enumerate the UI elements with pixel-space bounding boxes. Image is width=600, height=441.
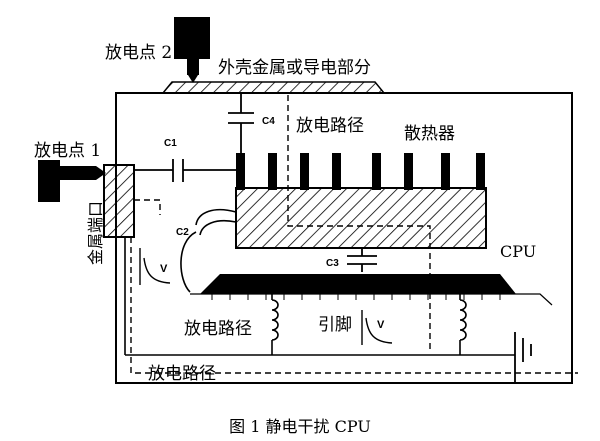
label-heatsink: 散热器 [404,124,455,144]
label-discharge-path-mid: 放电路径 [184,319,252,339]
discharge-paths [130,95,578,374]
label-waveform-left: V [160,263,168,275]
label-c1: C1 [164,138,177,149]
waveform-left [139,248,171,285]
capacitor-c1 [134,159,238,182]
label-discharge-path-top: 放电路径 [296,116,364,136]
inductor-right [459,294,467,355]
label-pins: 引脚 [318,315,352,335]
capacitor-c4 [228,93,254,154]
label-c4: C4 [262,116,275,127]
label-cpu: CPU [500,242,536,261]
label-waveform-right: V [377,319,385,331]
label-housing-metal: 外壳金属或导电部分 [218,58,371,78]
capacitor-c2 [180,208,237,293]
discharge-gun-2 [174,17,210,83]
ground-symbol [514,332,532,383]
label-c3: C3 [326,258,339,269]
waveform-right [361,310,393,345]
pcb-board-edge [190,293,553,306]
label-metal-port: 金属端口 [86,201,105,265]
discharge-gun-1 [38,160,106,202]
housing-metal-plate [161,81,386,94]
cpu-chip [200,274,516,294]
heatsink-fins [236,153,485,190]
label-discharge-path-bottom: 放电路径 [148,364,216,384]
label-c2: C2 [176,227,189,238]
inductor-left [271,294,279,355]
metal-port [103,164,135,238]
heatsink-body [235,187,487,249]
label-discharge-point-1: 放电点 1 [34,141,101,161]
capacitor-c3 [347,248,377,272]
label-discharge-point-2: 放电点 2 [105,43,172,63]
cpu-pins [211,294,501,300]
figure-caption: 图 1 静电干扰 CPU [229,417,371,436]
